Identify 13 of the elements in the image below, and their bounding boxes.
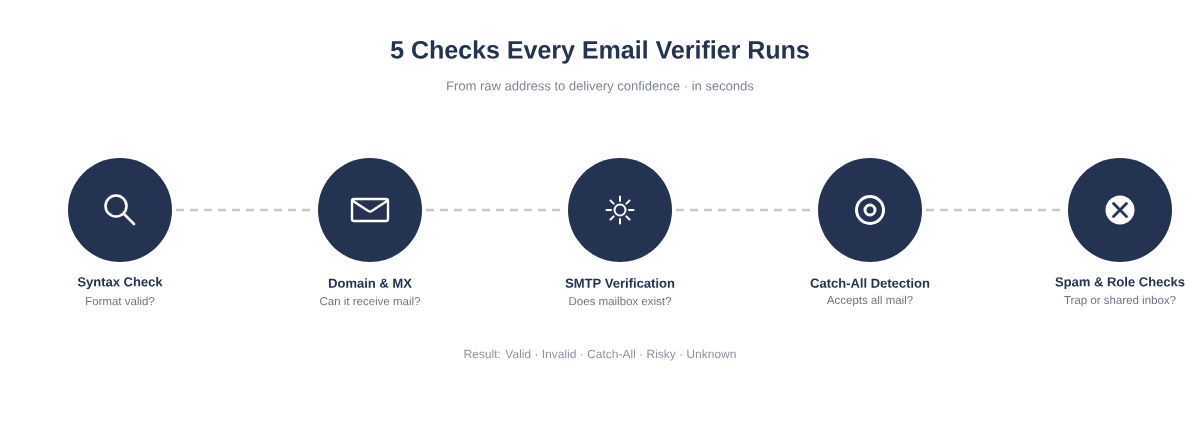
step-question: Can it receive mail?	[320, 296, 421, 306]
step-title: SMTP Verification	[565, 278, 675, 288]
step-title: Domain & MX	[329, 278, 412, 288]
step-question: Accepts all mail?	[826, 295, 913, 307]
step-title: Spam & Role Checks	[1055, 276, 1185, 290]
step-question: Does mailbox exist?	[569, 296, 671, 306]
result-note: Result: Valid · Invalid · Catch-All · Risky · Unknown	[464, 349, 736, 361]
step-question: Trap or shared inbox?	[1064, 295, 1176, 307]
step-question: Format valid?	[86, 296, 155, 306]
step-title: Catch-All Detection	[810, 278, 930, 288]
title: 5 Checks Every Email Verifier Runs	[390, 40, 809, 64]
step-title: Syntax Check	[77, 276, 163, 290]
subtitle: From raw address to delivery confidence · in seconds	[447, 80, 754, 94]
